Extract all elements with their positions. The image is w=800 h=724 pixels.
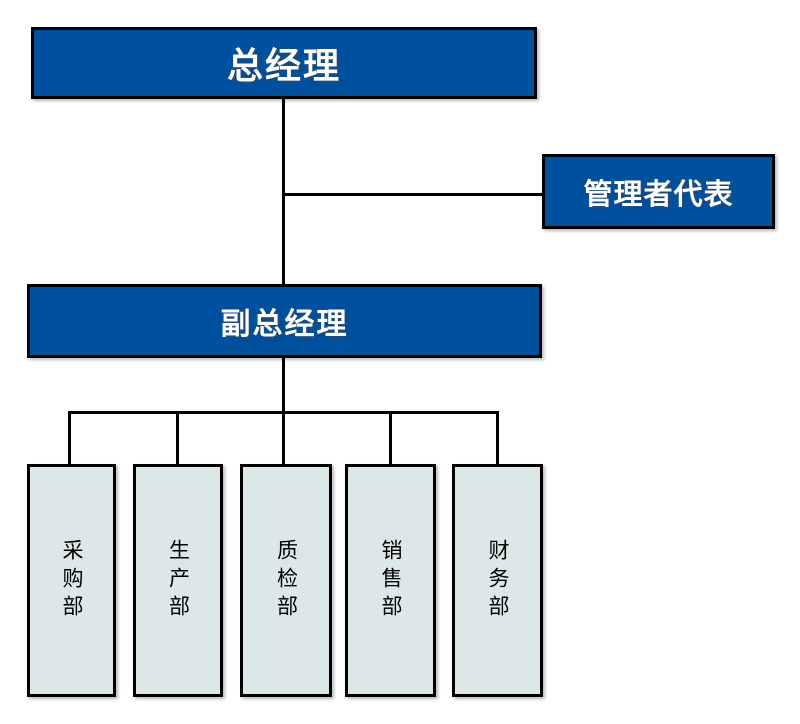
connector-drop-dept-4 — [389, 411, 392, 464]
connector-drop-dept-3 — [282, 411, 285, 464]
connector-branch-to-representative — [283, 193, 542, 196]
node-dept-production: 生产部 — [133, 464, 223, 697]
node-management-representative-label: 管理者代表 — [583, 178, 734, 211]
node-deputy-general-manager-label: 副总经理 — [220, 308, 349, 341]
node-dept-quality-inspection: 质检部 — [240, 464, 332, 697]
node-general-manager-label: 总经理 — [226, 45, 341, 86]
node-dept-production-label: 生产部 — [166, 538, 190, 623]
connector-drop-dept-1 — [68, 411, 71, 464]
node-dept-purchasing-label: 采购部 — [60, 538, 83, 623]
node-dept-sales-label: 销售部 — [379, 538, 402, 623]
node-dept-sales: 销售部 — [345, 464, 436, 697]
node-dept-finance-label: 财务部 — [486, 538, 509, 623]
node-dept-purchasing: 采购部 — [27, 464, 116, 697]
node-management-representative: 管理者代表 — [542, 154, 775, 229]
node-dept-finance: 财务部 — [452, 464, 543, 697]
connector-dgm-to-bus-vertical — [282, 358, 285, 414]
node-deputy-general-manager: 副总经理 — [27, 284, 542, 358]
node-general-manager: 总经理 — [31, 27, 537, 99]
node-dept-quality-inspection-label: 质检部 — [274, 538, 298, 623]
connector-gm-to-dgm-vertical — [282, 99, 285, 284]
connector-drop-dept-2 — [176, 411, 179, 464]
connector-drop-dept-5 — [496, 411, 499, 464]
